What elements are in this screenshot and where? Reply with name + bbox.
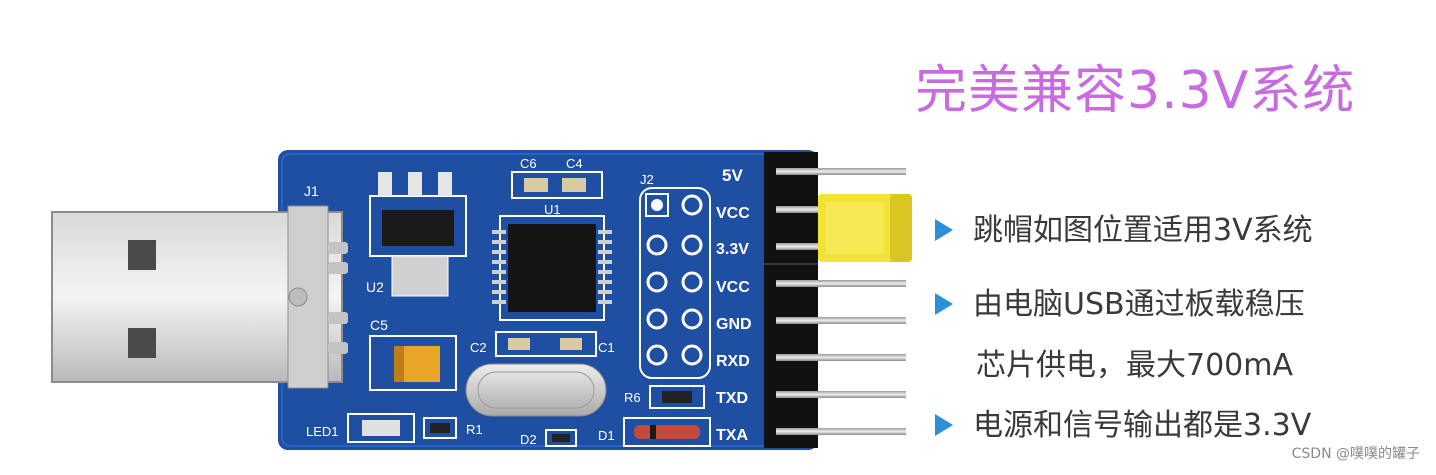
watermark: CSDN @噗噗的罐子 xyxy=(1291,446,1420,462)
feature-text: 由电脑USB通过板载稳压 xyxy=(973,287,1305,322)
pin-label-vcc-2: VCC xyxy=(716,279,750,296)
pin-label-gnd: GND xyxy=(716,316,752,333)
pin-label-5v: 5V xyxy=(722,166,743,185)
feature-text: 芯片供电，最大700mA xyxy=(976,348,1294,383)
feature-text: 跳帽如图位置适用3V系统 xyxy=(973,213,1313,248)
feature-text: 电源和信号输出都是3.3V xyxy=(973,408,1312,443)
label-j1: J1 xyxy=(304,183,319,199)
label-r6: R6 xyxy=(624,390,641,405)
j2-header xyxy=(639,187,711,379)
crystal xyxy=(465,363,607,417)
pin-label-vcc-1: VCC xyxy=(716,205,750,222)
u1-chip xyxy=(492,215,612,321)
pin-label-txd: TXD xyxy=(716,390,748,407)
usb-plug xyxy=(51,205,348,389)
label-c4: C4 xyxy=(566,156,583,171)
pin-label-txa: TXA xyxy=(716,427,748,444)
bullet-triangle-icon xyxy=(935,219,953,241)
bullet-triangle-icon xyxy=(935,414,953,436)
pin-label-rxd: RXD xyxy=(716,353,750,370)
label-led1: LED1 xyxy=(306,424,339,439)
headline: 完美兼容3.3V系统 xyxy=(915,61,1356,121)
label-u2: U2 xyxy=(366,279,384,295)
feature-power: 由电脑USB通过板载稳压 xyxy=(935,279,1305,323)
label-u1: U1 xyxy=(544,202,561,217)
u2-regulator xyxy=(369,172,467,297)
feature-jumper: 跳帽如图位置适用3V系统 xyxy=(935,205,1313,249)
label-c2: C2 xyxy=(470,340,487,355)
label-c6: C6 xyxy=(520,156,537,171)
label-j2: J2 xyxy=(640,172,654,187)
label-c5: C5 xyxy=(370,317,388,333)
jumper-cap xyxy=(818,194,912,262)
feature-power-line2: 芯片供电，最大700mA xyxy=(976,340,1293,384)
bullet-triangle-icon xyxy=(935,293,953,315)
label-d2: D2 xyxy=(520,432,537,447)
label-r1: R1 xyxy=(466,422,483,437)
label-d1: D1 xyxy=(598,428,615,443)
label-c1: C1 xyxy=(598,340,615,355)
pin-label-3v3: 3.3V xyxy=(716,241,749,258)
feature-output: 电源和信号输出都是3.3V xyxy=(935,400,1311,444)
